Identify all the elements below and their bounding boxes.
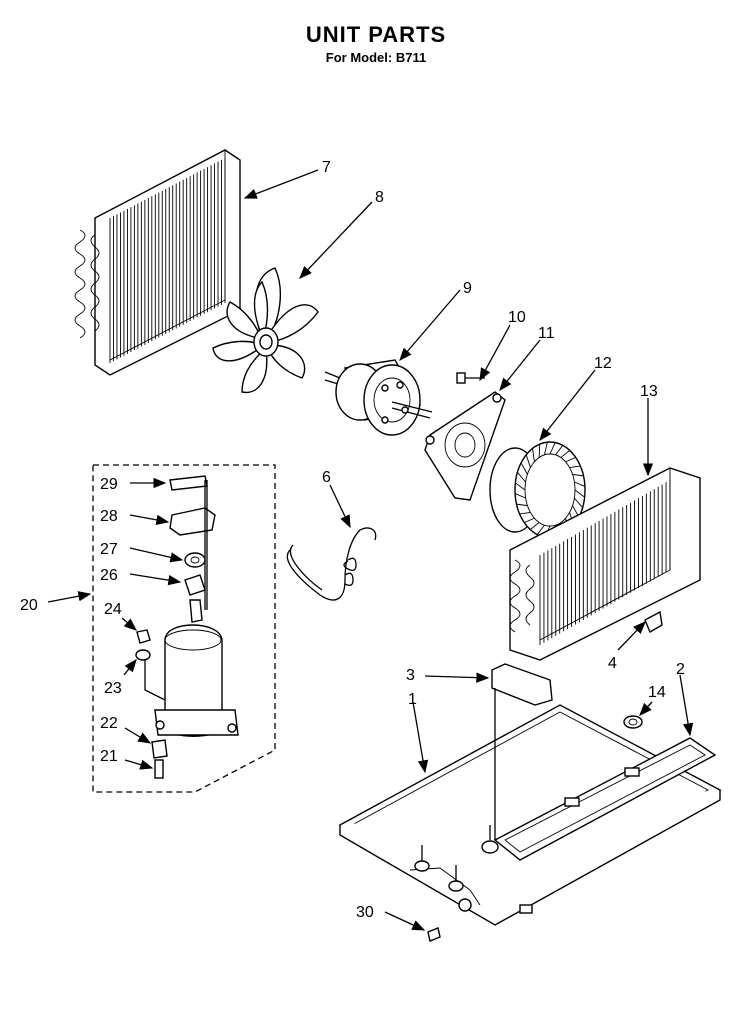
callout-23: 23	[104, 680, 122, 697]
model-subtitle: For Model: B711	[325, 50, 427, 65]
callout-13: 13	[640, 383, 658, 400]
callout-27: 27	[100, 541, 118, 558]
condenser-fan-blade	[212, 267, 319, 394]
callout-20: 20	[20, 597, 38, 614]
compressor-assembly	[92, 464, 276, 793]
foam-block	[491, 663, 553, 840]
fan-motor	[324, 359, 433, 436]
drain-tray	[493, 737, 717, 861]
callout-22: 22	[100, 715, 118, 732]
rubber-washer	[623, 715, 643, 729]
base-screw	[427, 927, 441, 942]
callout-4: 4	[608, 655, 617, 672]
callout-3: 3	[406, 667, 415, 684]
callout-10: 10	[508, 309, 526, 326]
callout-26: 26	[100, 567, 118, 584]
callout-21: 21	[100, 748, 118, 765]
callout-29: 29	[100, 476, 118, 493]
page-title: UNIT PARTS	[305, 22, 447, 47]
callout-30: 30	[356, 904, 374, 921]
callout-8: 8	[375, 189, 384, 206]
callout-14: 14	[648, 684, 666, 701]
wire-harness	[286, 527, 377, 601]
callout-6: 6	[322, 469, 331, 486]
mounting-studs	[414, 825, 499, 892]
base-pan	[338, 704, 722, 926]
evaporator-coil	[509, 467, 701, 661]
callout-1: 1	[408, 691, 417, 708]
callout-9: 9	[463, 280, 472, 297]
callout-7: 7	[322, 159, 331, 176]
callout-labels: 7 8 9 10 11 12 13 6 29 28 27 26 20 24 23…	[20, 159, 685, 921]
callout-28: 28	[100, 508, 118, 525]
callout-24: 24	[104, 601, 122, 618]
leader-lines	[47, 169, 694, 931]
motor-mount-bracket	[424, 391, 506, 501]
callout-11: 11	[538, 325, 555, 342]
condenser-coil	[74, 149, 241, 376]
coil-clip	[644, 610, 663, 634]
blower-wheel	[489, 441, 586, 539]
callout-2: 2	[676, 661, 685, 678]
callout-12: 12	[594, 355, 612, 372]
